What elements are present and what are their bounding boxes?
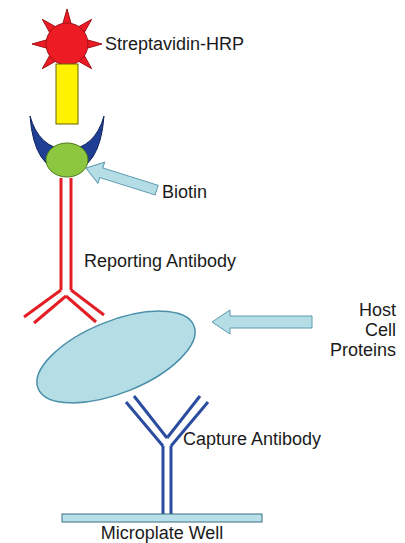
- pointer-arrow: [83, 158, 160, 201]
- microplate-well: [62, 514, 262, 522]
- biotin-ellipse: [46, 143, 88, 177]
- part-label: Host Cell Proteins: [326, 300, 396, 360]
- host-cell-protein: [25, 292, 208, 422]
- part-label: Microplate Well: [32, 523, 292, 543]
- part-label: Streptavidin-HRP: [105, 34, 305, 54]
- streptavidin-linker: [56, 64, 78, 124]
- part-label: Capture Antibody: [183, 429, 383, 449]
- pointer-arrow: [212, 310, 312, 334]
- part-label: Reporting Antibody: [84, 251, 304, 271]
- part-label: Biotin: [162, 182, 262, 202]
- hrp-circle: [46, 23, 88, 65]
- reporting-antibody: [24, 178, 104, 323]
- capture-antibody: [126, 396, 208, 515]
